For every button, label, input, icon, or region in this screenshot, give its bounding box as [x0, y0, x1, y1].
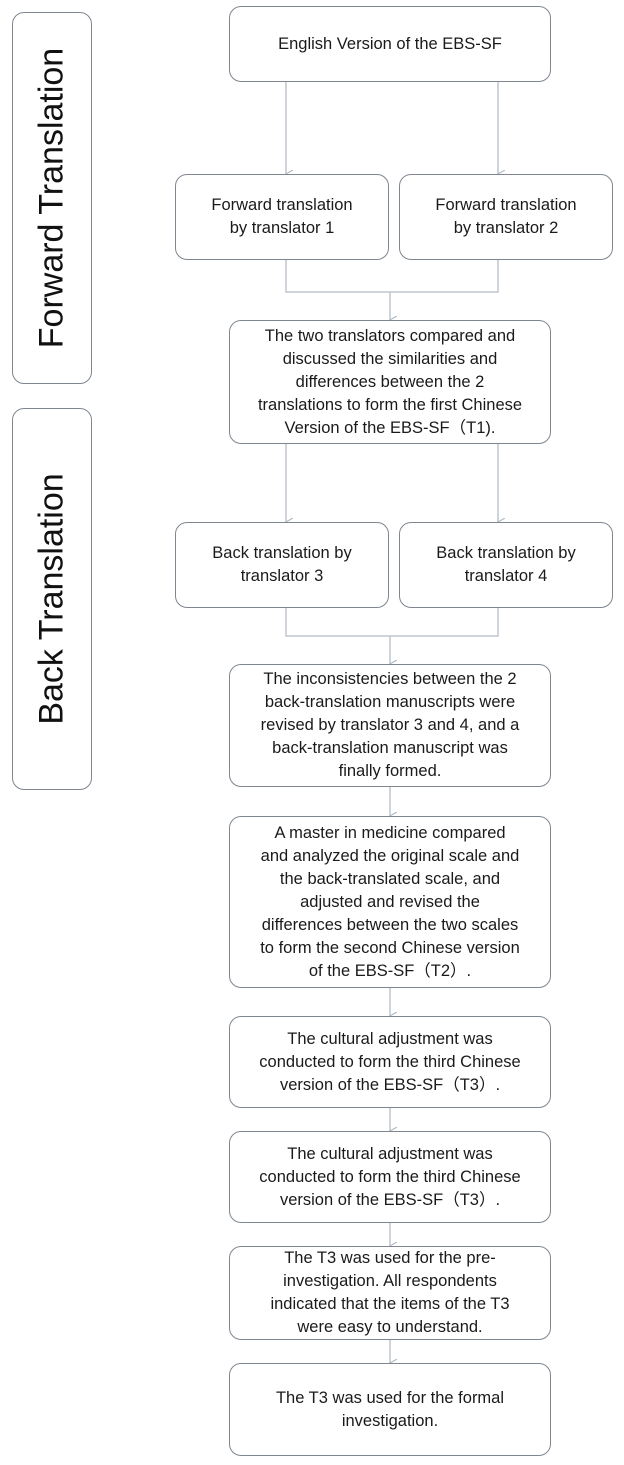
forward-translation-1-text: Forward translation by translator 1 [211, 196, 353, 237]
merge-back-to-manuscript [285, 608, 499, 637]
forward-translation-panel: Forward Translation [12, 12, 92, 384]
back-translation-panel: Back Translation [12, 408, 92, 790]
back-translation-manuscript-text: The inconsistencies between the 2 back-t… [260, 670, 520, 780]
back-translation-3-text: Back translation by translator 3 [212, 544, 352, 585]
cultural-adjustment-box-2: The cultural adjustment was conducted to… [229, 1131, 551, 1223]
english-version-box: English Version of the EBS-SF [229, 6, 551, 82]
formal-investigation-box: The T3 was used for the formal investiga… [229, 1363, 551, 1456]
back-translation-3-box: Back translation by translator 3 [175, 522, 389, 608]
back-translation-4-box: Back translation by translator 4 [399, 522, 613, 608]
forward-translation-2-text: Forward translation by translator 2 [435, 196, 577, 237]
merge-fwd-to-t1 [285, 260, 499, 293]
forward-translation-1-box: Forward translation by translator 1 [175, 174, 389, 260]
cultural-adjustment-box-1: The cultural adjustment was conducted to… [229, 1016, 551, 1108]
second-chinese-version-text: A master in medicine compared and analyz… [260, 823, 520, 980]
back-translation-4-text: Back translation by translator 4 [436, 544, 576, 585]
english-version-text: English Version of the EBS-SF [278, 34, 502, 53]
cultural-adjustment-text-2: The cultural adjustment was conducted to… [259, 1144, 521, 1209]
pre-investigation-text: The T3 was used for the pre- investigati… [270, 1249, 510, 1336]
cultural-adjustment-text-1: The cultural adjustment was conducted to… [259, 1029, 521, 1094]
back-translation-manuscript-box: The inconsistencies between the 2 back-t… [229, 664, 551, 787]
second-chinese-version-box: A master in medicine compared and analyz… [229, 816, 551, 988]
first-chinese-version-text: The two translators compared and discuss… [257, 326, 523, 437]
first-chinese-version-box: The two translators compared and discuss… [229, 320, 551, 444]
formal-investigation-text: The T3 was used for the formal investiga… [275, 1388, 505, 1430]
forward-translation-2-box: Forward translation by translator 2 [399, 174, 613, 260]
pre-investigation-box: The T3 was used for the pre- investigati… [229, 1246, 551, 1340]
